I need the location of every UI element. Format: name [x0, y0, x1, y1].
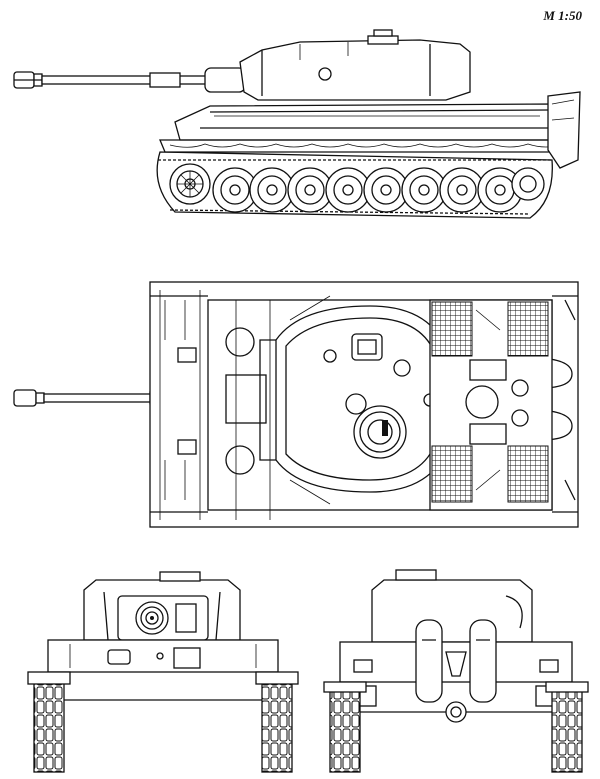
front-hull: [47, 639, 279, 701]
rear-turret: [371, 569, 533, 643]
side-hull: [159, 91, 581, 169]
side-view: [13, 29, 581, 219]
rear-tracks: [323, 681, 589, 773]
top-engine-deck: [429, 299, 553, 511]
side-gun-barrel: [13, 67, 246, 93]
top-view: [13, 281, 579, 528]
top-front-fittings: [225, 300, 271, 520]
side-turret: [239, 29, 471, 101]
top-turret: [259, 295, 451, 505]
front-view: [27, 571, 299, 773]
road-wheels: [212, 167, 523, 213]
side-running-gear: [156, 151, 553, 219]
scale-label: M 1:50: [543, 8, 582, 23]
front-tracks: [27, 671, 299, 773]
front-turret: [83, 571, 241, 641]
rear-view: [323, 569, 589, 773]
